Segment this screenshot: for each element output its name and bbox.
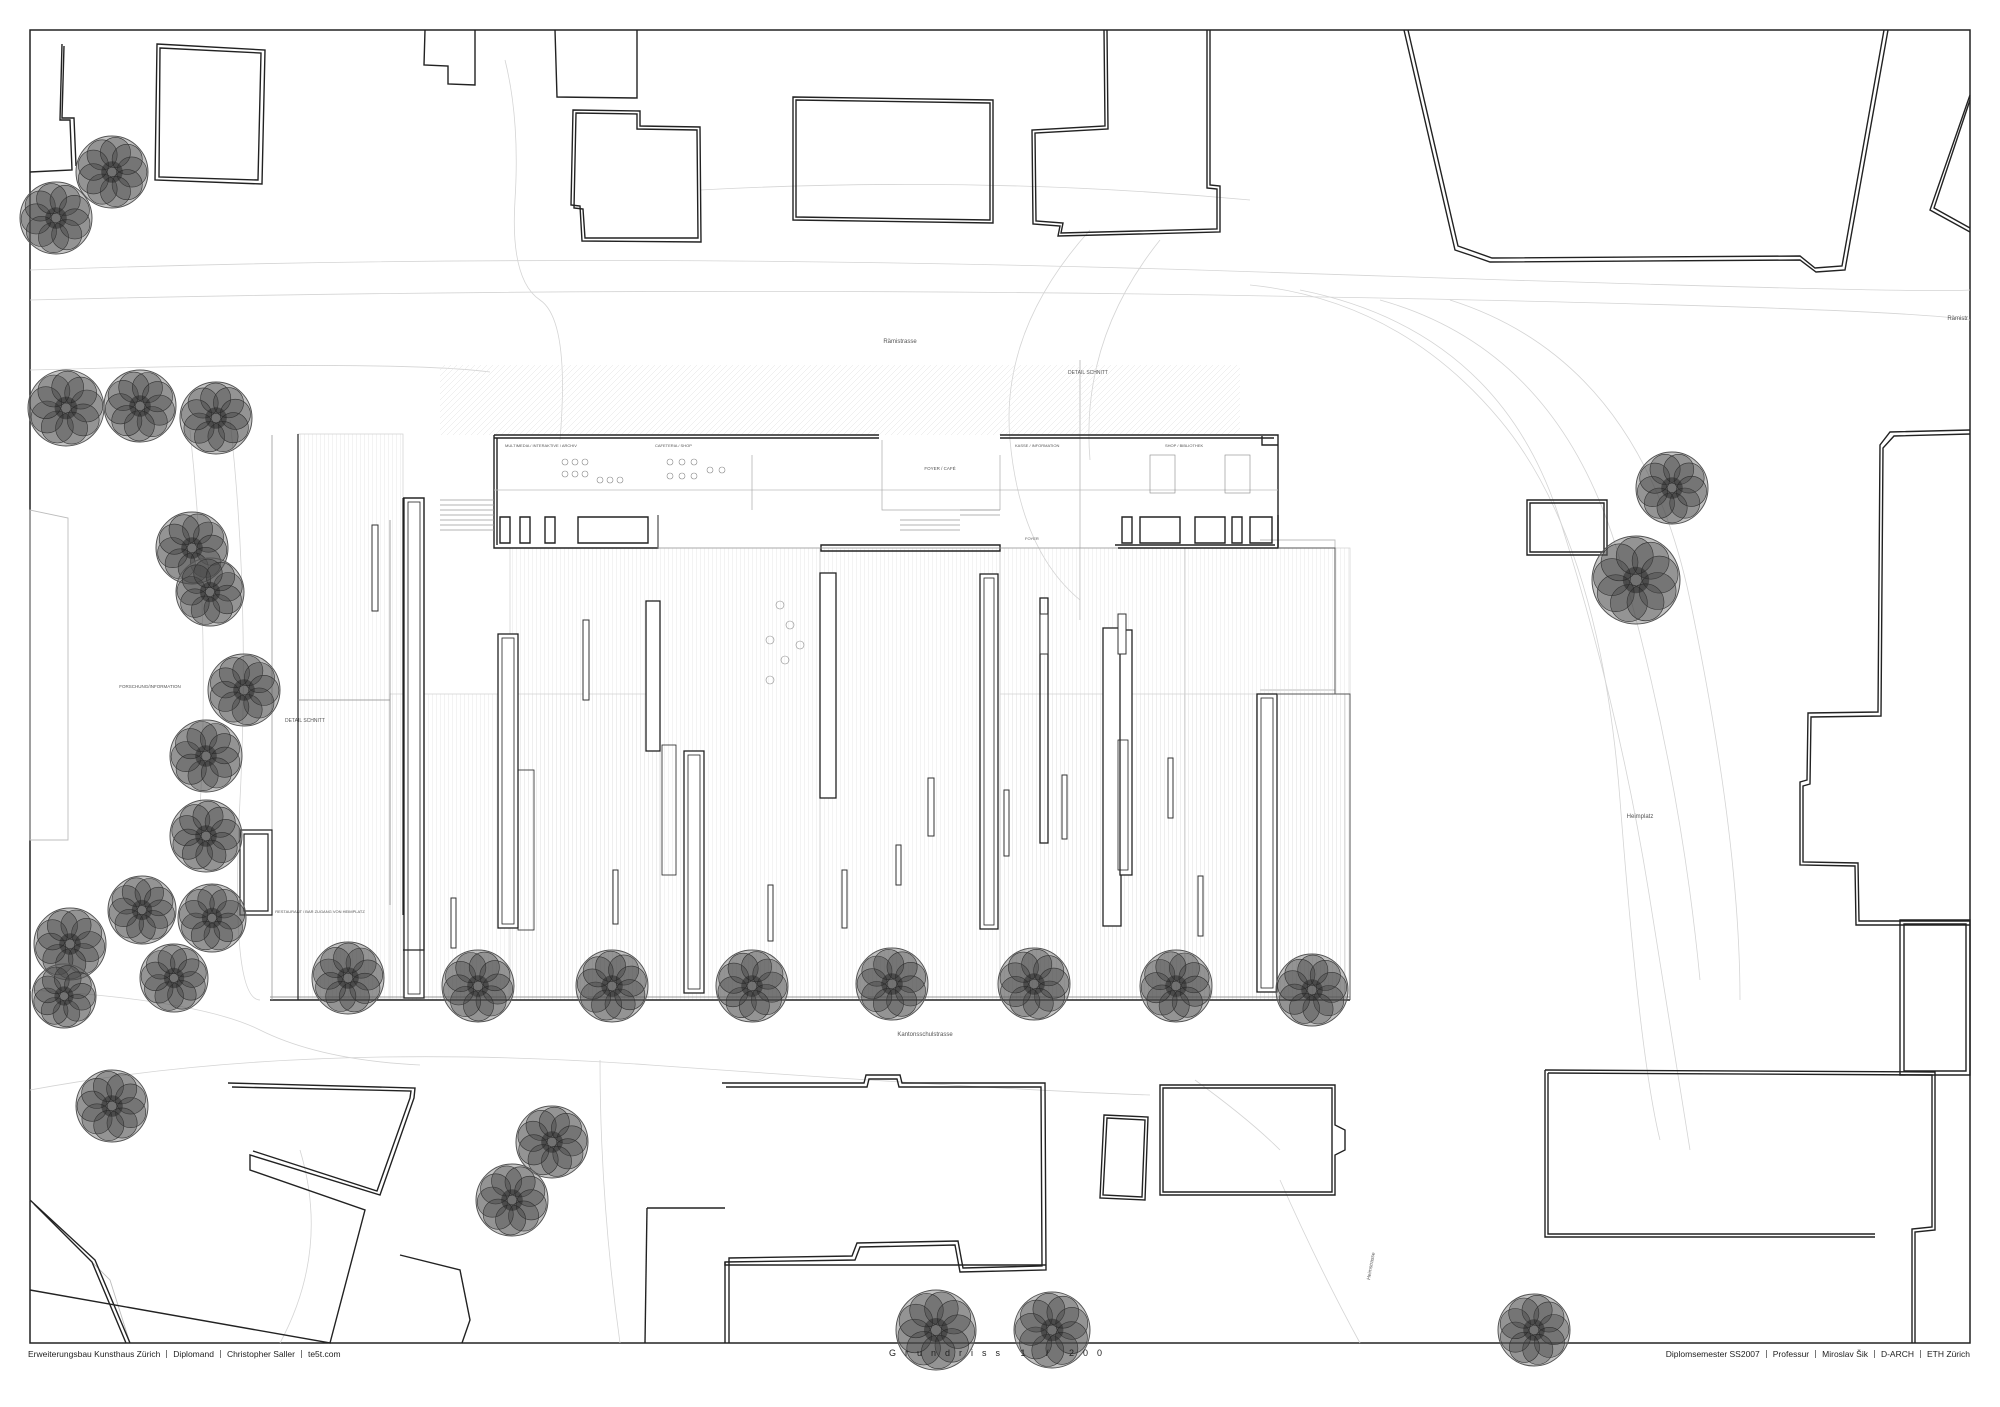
tree-icon [1013, 1291, 1091, 1369]
tree-icon [311, 941, 385, 1015]
main-building [270, 434, 1350, 1001]
wall-stubs [371, 524, 1204, 949]
street-label-south: Kantonsschulstrasse [897, 1032, 953, 1038]
tree-icon [175, 557, 245, 627]
tree-icon [1497, 1293, 1571, 1367]
entrance-stairs [440, 499, 1000, 531]
tree-icon [179, 381, 253, 455]
website-link[interactable]: te5t.com [307, 1349, 341, 1359]
tree-icon [139, 943, 209, 1013]
tree-icon [715, 949, 789, 1023]
tree-icon [475, 1163, 549, 1237]
footer-left: Erweiterungsbau Kunsthaus Zürich Diploman… [28, 1349, 341, 1365]
tree-icon [1139, 949, 1213, 1023]
street-label-diagonal: Heimstrasse [1366, 1252, 1377, 1281]
zone-label-west: FORSCHUNG/INFORMATION [119, 684, 180, 689]
tree-icon [155, 511, 229, 585]
tree-icon [31, 963, 97, 1029]
section-marker-north: DETAIL SCHNITT [1068, 370, 1108, 376]
plaza-label: Heimplatz [1627, 814, 1654, 820]
tree-icon [27, 369, 105, 447]
street-label-north: Rämistrasse [883, 339, 917, 345]
tree-icon [169, 799, 243, 873]
tree-icon [855, 947, 929, 1021]
tree-icon [1591, 535, 1681, 625]
plan-labels: Rämistrasse Kantonsschulstrasse Heimplat… [119, 316, 1968, 1280]
tree-icon [895, 1289, 977, 1371]
tree-icon [441, 949, 515, 1023]
gallery-wall-inner [407, 501, 1274, 995]
tree-icon [75, 135, 149, 209]
footer-right: Diplomsemester SS2007 Professur Miroslav Š… [1666, 1349, 1970, 1365]
room-label-3: FOYER / CAFÉ [924, 465, 955, 471]
footer-separator [300, 1350, 302, 1358]
department-label: D-ARCH [1880, 1349, 1915, 1359]
sheet-title: Grundriss 1 / 200 [888, 1348, 1112, 1358]
tree-icon [207, 653, 281, 727]
context-buildings [29, 29, 1971, 1344]
tree-icon [1275, 953, 1349, 1027]
cafe-furniture [561, 454, 1251, 685]
footer-separator [1765, 1350, 1767, 1358]
footer-separator [1815, 1350, 1817, 1358]
professorship-label: Professur [1772, 1349, 1810, 1359]
tree-icon [103, 369, 177, 443]
footer-separator [219, 1350, 221, 1358]
school-label: ETH Zürich [1927, 1349, 1970, 1359]
footer-separator [1920, 1350, 1922, 1358]
role-label: Diplomand [173, 1349, 214, 1359]
room-label-4: KASSE / INFORMATION [1015, 443, 1059, 448]
west-promenade [239, 434, 425, 1000]
tree-icon [75, 1069, 149, 1143]
tree-icon [107, 875, 177, 945]
tree-icon [19, 181, 93, 255]
semester-label: Diplomsemester SS2007 [1665, 1349, 1760, 1359]
room-label-2: CAFETERIA / SHOP [655, 443, 692, 448]
tree-icon [575, 949, 649, 1023]
footer-separator [166, 1350, 168, 1358]
tree-icon [997, 947, 1071, 1021]
terrace-area [440, 365, 1240, 435]
passage-label-west: RESTAURANT / BAR ZUGANG VON HEIMPLATZ [275, 909, 365, 914]
section-marker-west: DETAIL SCHNITT [285, 718, 325, 724]
tree-icon [515, 1105, 589, 1179]
room-label-5: SHOP / BIBLIOTHEK [1165, 443, 1203, 448]
tree-icon [177, 883, 247, 953]
trees [19, 135, 1709, 1371]
professor-name: Miroslav Šik [1822, 1349, 1868, 1359]
footer-separator [1873, 1350, 1875, 1358]
tree-icon [1635, 451, 1709, 525]
room-label-6: FOYER [1025, 536, 1039, 541]
east-annex [1278, 547, 1351, 1000]
room-label-1: MULTIMEDIA / INTERAKTIVE / ARCHIV [505, 443, 577, 448]
author-name: Christopher Saller [226, 1349, 295, 1359]
tree-icon [169, 719, 243, 793]
street-label-east: Rämistr [1947, 316, 1968, 322]
project-title: Erweiterungsbau Kunsthaus Zürich [28, 1349, 161, 1359]
tree-icon [33, 907, 107, 981]
